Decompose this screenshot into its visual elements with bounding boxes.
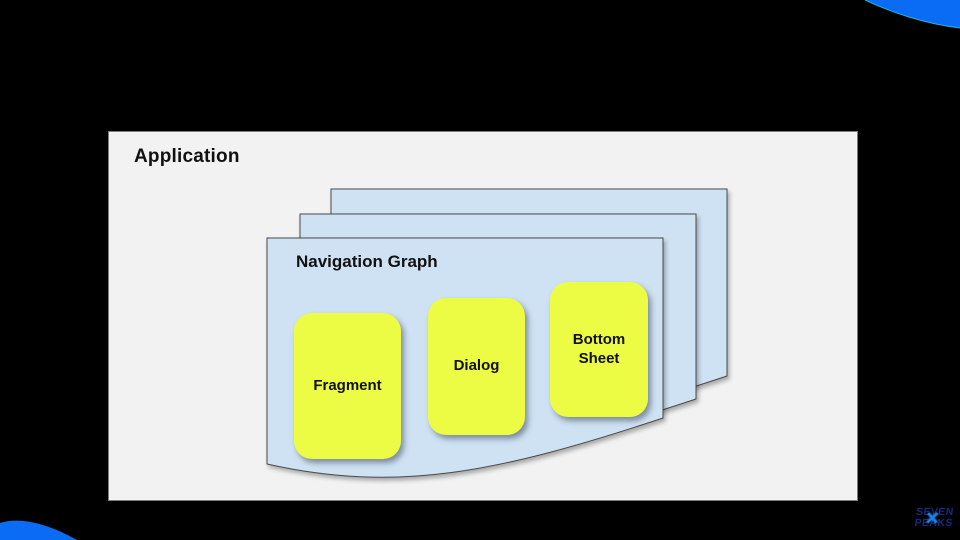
destination-bottom-sheet-label: Bottom Sheet [572, 330, 626, 367]
destination-bottom-sheet: Bottom Sheet [550, 282, 648, 417]
destination-fragment: Fragment [294, 313, 401, 459]
logo-x-icon: ✕ [924, 509, 941, 528]
application-panel: Application Navigation Graph Fragment Di… [108, 131, 858, 501]
application-title: Application [134, 146, 240, 167]
top-right-teal-accent-line [864, 0, 960, 29]
seven-peaks-logo: SEVEN PEAKS ✕ [910, 506, 959, 533]
destination-fragment-label: Fragment [313, 376, 382, 394]
navigation-graph-title: Navigation Graph [296, 252, 438, 271]
bottom-left-blue-blob [0, 520, 77, 540]
top-right-blue-curve [865, 0, 960, 28]
destination-dialog: Dialog [428, 298, 525, 435]
destination-dialog-label: Dialog [453, 357, 500, 375]
